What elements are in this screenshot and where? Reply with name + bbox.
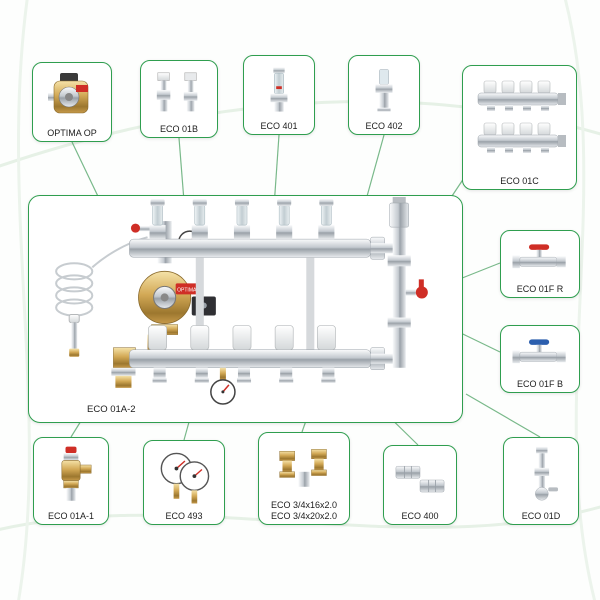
callout-label: ECO 01A-1 <box>47 510 95 521</box>
air-vent-icon <box>389 196 410 228</box>
valve-blue-icon <box>512 339 566 364</box>
callout-label: ECO 01F B <box>516 378 563 389</box>
callout-eco-01b: ECO 01B <box>140 60 218 138</box>
main-assembly-box: OPTIMA <box>28 195 463 423</box>
thermometer-pair-icon <box>160 452 210 504</box>
pump-icon: OPTIMA <box>138 270 216 324</box>
nipple-thumb <box>386 450 454 511</box>
callout-eco-493: ECO 493 <box>143 440 225 525</box>
sensor-pocket <box>68 314 80 324</box>
callout-eco-400: ECO 400 <box>383 445 457 525</box>
manifold-assembly-image: OPTIMA <box>55 196 428 405</box>
valve-set-thumb <box>143 65 215 124</box>
connector-line <box>465 393 541 438</box>
callout-label: ECO 01B <box>159 123 199 134</box>
callout-label: ECO 400 <box>401 510 439 521</box>
safety-valve-icon <box>61 446 92 502</box>
return-manifold-bar <box>129 349 371 369</box>
supply-manifold-bar <box>129 238 371 258</box>
callout-label: ECO 01F R <box>516 283 564 294</box>
extension-connector-icon <box>534 447 558 501</box>
pump-product-icon <box>48 73 89 114</box>
callout-eco-34: ECO 3/4x16x2.0 ECO 3/4x20x2.0 <box>258 432 350 525</box>
return-valve <box>111 367 136 376</box>
safety-valve-thumb <box>36 442 106 511</box>
valve-red-icon <box>512 244 566 269</box>
thermometer-gauge-icon <box>210 367 236 405</box>
callout-label: ECO 01C <box>500 175 539 186</box>
pump-thumb <box>35 67 109 128</box>
callout-optima-op: OPTIMA OP <box>32 62 112 142</box>
vent-insert-thumb <box>351 60 417 121</box>
callout-label: ECO 01D <box>521 510 561 521</box>
pump-brand-label: OPTIMA <box>177 287 197 293</box>
valve-set-icon <box>156 72 198 112</box>
drain-valve-red-icon <box>405 279 428 299</box>
callout-eco-01d: ECO 01D <box>503 437 579 525</box>
fittings-thumb <box>261 437 347 500</box>
callout-eco-01f-r: ECO 01F R <box>500 230 580 298</box>
callout-eco-01f-b: ECO 01F B <box>500 325 580 393</box>
callout-label: ECO 493 <box>165 510 203 521</box>
red-valve-thumb <box>503 235 577 284</box>
callout-label: ECO 402 <box>365 120 403 131</box>
fill-valve-red <box>130 223 141 233</box>
callout-label: OPTIMA OP <box>47 127 97 138</box>
nipple-pair-icon <box>395 466 445 493</box>
flow-meter-thumb <box>246 60 312 121</box>
callout-label: ECO 401 <box>260 120 298 131</box>
eurocone-fittings-icon <box>279 448 327 487</box>
manifold-thumb <box>465 70 574 176</box>
callout-eco-01a-1: ECO 01A-1 <box>33 437 109 525</box>
vent-insert-icon <box>375 69 393 112</box>
flow-meters <box>149 198 335 240</box>
blue-valve-thumb <box>503 330 577 379</box>
callout-eco-401: ECO 401 <box>243 55 315 135</box>
manifold-icon <box>477 80 566 153</box>
main-assembly-label: ECO 01A-2 <box>87 404 136 415</box>
right-riser-pipe <box>392 225 406 368</box>
valve-caps <box>148 325 336 383</box>
callout-eco-402: ECO 402 <box>348 55 420 135</box>
callout-label: ECO 3/4x16x2.0 <box>270 500 338 511</box>
callout-label-2: ECO 3/4x20x2.0 <box>270 510 338 521</box>
callout-eco-01c: ECO 01C <box>462 65 577 190</box>
connector-thumb <box>506 442 576 511</box>
thermometer-thumb <box>146 445 222 511</box>
flow-meter-icon <box>270 67 288 112</box>
